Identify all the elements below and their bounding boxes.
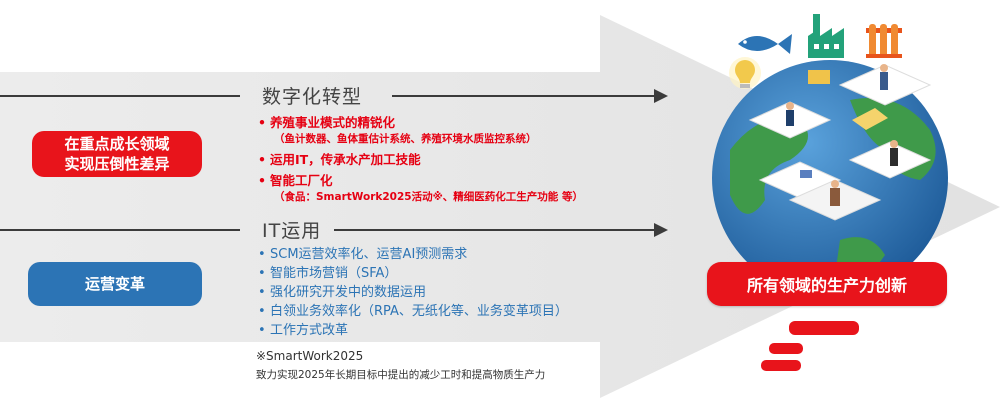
top-line-arrowhead <box>654 89 668 103</box>
focus-growth-pill: 在重点成长领域 实现压倒性差异 <box>32 131 202 177</box>
top-line-left <box>0 95 240 97</box>
factory-icon <box>808 14 844 58</box>
list-item: 强化研究开发中的数据运用 <box>258 283 568 302</box>
footnote-title: ※SmartWork2025 <box>256 349 364 363</box>
list-item: 智能市场营销（SFA） <box>258 264 568 283</box>
list-item: 白领业务效率化（RPA、无纸化等、业务变革项目） <box>258 302 568 321</box>
pill-line-1: 在重点成长领域 <box>64 134 170 153</box>
list-item: 运用IT，传承水产加工技能 <box>258 150 583 169</box>
fish-icon <box>738 34 792 54</box>
operation-reform-pill: 运营变革 <box>28 262 202 306</box>
pill-line-2: 实现压倒性差异 <box>64 155 170 173</box>
list-item: SCM运营效率化、运营AI预测需求 <box>258 245 568 264</box>
item-label: 养殖事业模式的精锐化 <box>270 115 396 130</box>
stand-bar-2 <box>769 343 803 354</box>
bottom-line-left <box>0 229 240 231</box>
list-item: 智能工厂化 （食品：SmartWork2025活动※、精细医药化工生产功能 等） <box>258 171 583 205</box>
lightbulb-icon <box>729 57 761 89</box>
bottom-section-title: IT运用 <box>262 220 322 242</box>
item-sub: （食品：SmartWork2025活动※、精细医药化工生产功能 等） <box>274 191 583 203</box>
item-label: 运用IT，传承水产加工技能 <box>270 152 421 167</box>
it-items-list: SCM运营效率化、运营AI预测需求 智能市场营销（SFA） 强化研究开发中的数据… <box>258 245 568 340</box>
top-line-right <box>392 95 654 97</box>
item-label: 智能工厂化 <box>270 173 333 188</box>
top-section-title: 数字化转型 <box>262 86 363 108</box>
footnote-text: 致力实现2025年长期目标中提出的减少工时和提高物质生产力 <box>256 369 546 381</box>
list-item: 养殖事业模式的精锐化 （鱼计数器、鱼体重估计系统、养殖环境水质监控系统） <box>258 113 583 147</box>
bottom-line-arrowhead <box>654 223 668 237</box>
stand-bar-1 <box>789 321 859 335</box>
list-item: 工作方式改革 <box>258 321 568 340</box>
productivity-innovation-badge: 所有领域的生产力创新 <box>707 262 947 306</box>
stand-bar-3 <box>761 360 801 371</box>
bottom-line-right <box>334 229 654 231</box>
test-tubes-icon <box>866 24 902 58</box>
dx-items-list: 养殖事业模式的精锐化 （鱼计数器、鱼体重估计系统、养殖环境水质监控系统） 运用I… <box>258 113 583 205</box>
item-sub: （鱼计数器、鱼体重估计系统、养殖环境水质监控系统） <box>274 133 537 145</box>
globe-illustration <box>712 14 948 296</box>
